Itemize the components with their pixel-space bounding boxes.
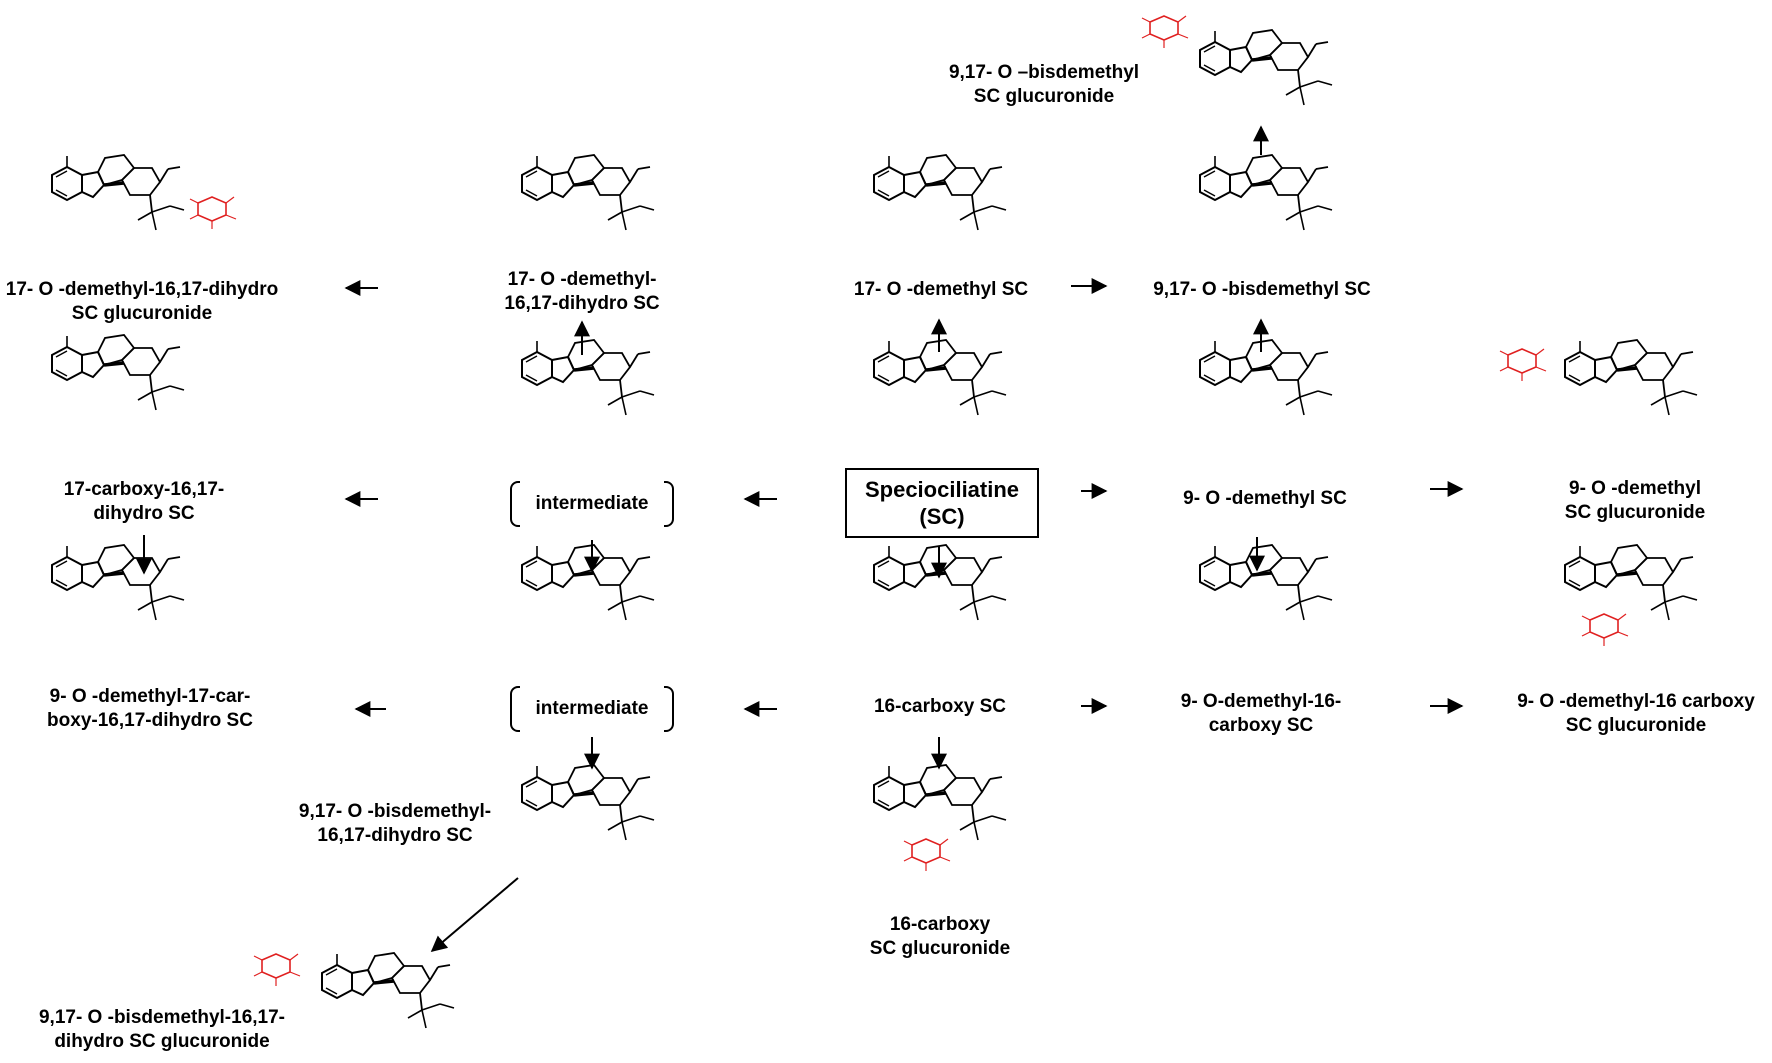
glucuronide-icon xyxy=(903,838,951,872)
compound-label-c4: 9,17- O -bisdemethyl SC xyxy=(1153,279,1371,300)
compound-label-c13: 9- O-demethyl-16-carboxy SC xyxy=(1180,691,1342,736)
structure-c10 xyxy=(1198,338,1334,417)
structure-c7 xyxy=(50,543,186,622)
structure-c15 xyxy=(872,763,1008,842)
glucuronide-icon xyxy=(189,196,237,230)
glucuronide-icon xyxy=(253,953,301,987)
glucuronide-icon xyxy=(1141,15,1189,49)
compound-label-c10: 9- O -demethyl SC xyxy=(1183,488,1347,509)
structure-c6 xyxy=(50,333,186,412)
compound-label-c2: 17- O -demethyl-16,17-dihydro SC xyxy=(504,269,660,314)
structure-intermediate-1 xyxy=(520,338,656,417)
reaction-arrows xyxy=(136,125,1464,953)
structure-c3 xyxy=(872,153,1008,232)
compound-label-c9: 9,17- O -bisdemethyl-16,17-dihydro SC gl… xyxy=(38,1007,286,1052)
structure-c4 xyxy=(1198,153,1334,232)
speciociliatine-box: Speciociliatine (SC) xyxy=(845,468,1039,538)
structure-c11 xyxy=(1563,338,1699,417)
intermediate-2: intermediate xyxy=(510,686,674,732)
glucuronide-icon xyxy=(1581,613,1629,647)
structure-c2 xyxy=(520,153,656,232)
structure-intermediate-2 xyxy=(520,543,656,622)
compound-label-c3: 17- O -demethyl SC xyxy=(853,279,1029,300)
compound-label-c6: 17-carboxy-16,17-dihydro SC xyxy=(63,479,225,524)
compound-label-c8: 9,17- O -bisdemethyl-16,17-dihydro SC xyxy=(298,801,492,846)
structure-c14 xyxy=(1563,543,1699,622)
glucuronide-icon xyxy=(1499,348,1547,382)
structure-c5 xyxy=(1198,28,1334,107)
center-abbrev: (SC) xyxy=(919,504,965,529)
arrow xyxy=(430,877,519,953)
structure-c13 xyxy=(1198,543,1334,622)
compound-label-c12: 16-carboxy SC xyxy=(873,696,1007,717)
intermediate-1: intermediate xyxy=(510,481,674,527)
structure-c8 xyxy=(520,763,656,842)
intermediate-label: intermediate xyxy=(535,698,649,719)
compound-label-c7: 9- O -demethyl-17-car-boxy-16,17-dihydro… xyxy=(47,686,253,731)
intermediate-label: intermediate xyxy=(535,493,649,514)
structure-c1 xyxy=(50,153,186,232)
structure-c9 xyxy=(320,951,456,1030)
center-name: Speciociliatine xyxy=(864,477,1020,502)
